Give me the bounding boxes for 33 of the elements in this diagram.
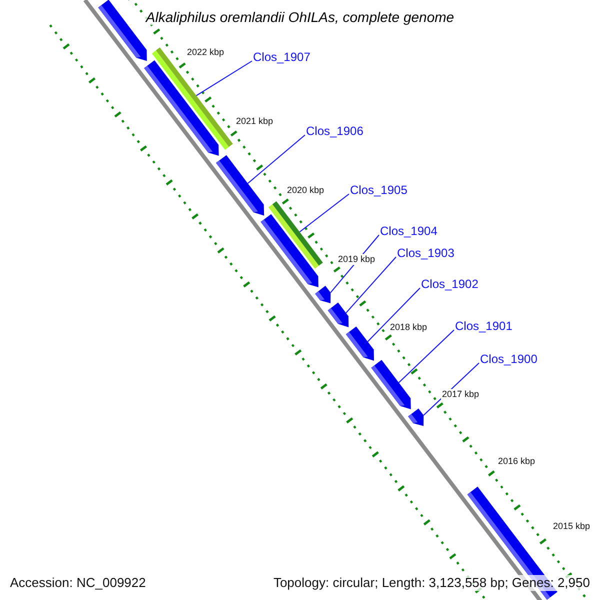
gene-bar [268, 201, 323, 269]
leader-line [398, 330, 454, 384]
gene-block [328, 302, 349, 328]
leader-line [367, 288, 420, 342]
gene-block [371, 360, 411, 410]
gene-block [216, 155, 264, 216]
gene-block [346, 326, 374, 361]
scale-label: 2015 kbp [552, 521, 592, 532]
gene-label: Clos_1906 [306, 124, 364, 138]
gene-label: Clos_1901 [455, 319, 512, 333]
gene-block [315, 286, 331, 304]
leader-line [346, 256, 396, 314]
scale-label: 2021 kbp [235, 116, 274, 127]
scale-label: 2016 kbp [497, 456, 536, 467]
scale-label: 2018 kbp [389, 322, 428, 333]
leader-line [247, 134, 306, 184]
scale-label: 2020 kbp [286, 185, 326, 196]
gene-label: Clos_1907 [253, 50, 310, 64]
gene-block [408, 408, 424, 426]
gene-label: Clos_1904 [380, 224, 438, 238]
genome-info-text: Topology: circular; Length: 3,123,558 bp; Genes: 2,950 [271, 575, 592, 591]
leader-line [299, 194, 350, 232]
accession-text: Accession: NC_009922 [8, 575, 148, 591]
gene-label: Clos_1900 [480, 352, 538, 366]
gene-label: Clos_1903 [397, 246, 454, 260]
gene-label: Clos_1905 [350, 183, 408, 197]
gene-label: Clos_1902 [421, 277, 478, 291]
gene-bar [152, 47, 233, 150]
leader-line [196, 60, 252, 96]
scale-label: 2017 kbp [441, 389, 480, 400]
gene-block [98, 0, 147, 61]
scale-label: 2019 kbp [337, 254, 376, 265]
scale-label: 2022 kbp [186, 47, 226, 58]
